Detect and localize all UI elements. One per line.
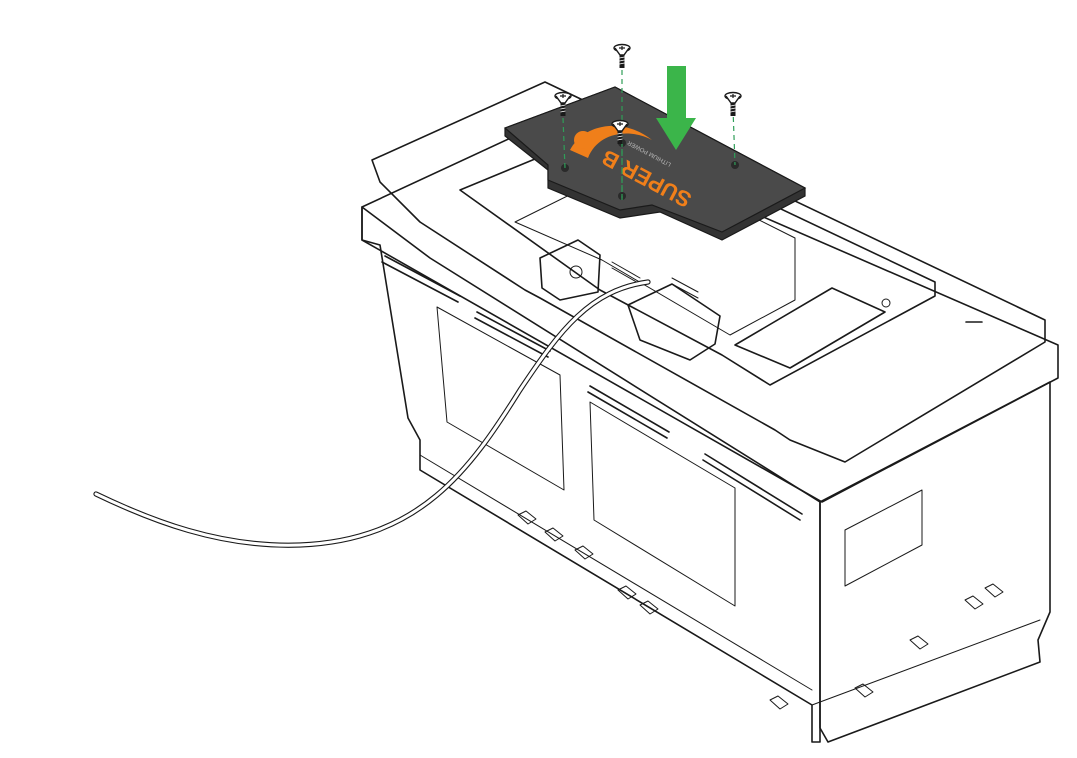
arrow-down-icon — [656, 66, 696, 150]
lid-top-surface — [371, 81, 1046, 463]
screws — [554, 43, 742, 144]
cable — [93, 279, 651, 548]
connector-pins — [611, 261, 699, 299]
base-teeth — [517, 510, 1004, 710]
monitor-cover-plate: SUPER B LITHIUM POWER — [503, 86, 807, 241]
screw-icon — [554, 91, 572, 116]
battery-side-face — [819, 381, 1051, 743]
side-label-panel — [844, 489, 923, 587]
battery-lid — [371, 81, 1046, 463]
front-rail-4 — [702, 453, 803, 521]
screw-icon — [611, 119, 629, 144]
install-direction-arrow — [656, 66, 696, 150]
cable-outline — [93, 279, 651, 548]
lid-screw-hole — [881, 298, 891, 308]
front-rail-1 — [381, 255, 461, 303]
logo-badge — [574, 131, 592, 149]
latch-left-screw — [569, 265, 583, 279]
guide-line-3 — [732, 107, 736, 166]
logo-swoosh — [570, 125, 652, 158]
front-label-panel-right — [589, 401, 736, 607]
lid-side-pad — [734, 287, 886, 369]
front-label-panel-left — [436, 306, 565, 491]
front-rail-3 — [587, 385, 670, 439]
battery-base-lip — [419, 454, 1041, 706]
screw-icon — [613, 43, 631, 68]
cable-fill — [94, 280, 650, 547]
screw-icon — [724, 91, 742, 116]
front-rail-2 — [474, 311, 551, 358]
latch-left — [539, 239, 601, 301]
latch-right — [627, 283, 721, 361]
plate-hole-1 — [561, 164, 569, 172]
